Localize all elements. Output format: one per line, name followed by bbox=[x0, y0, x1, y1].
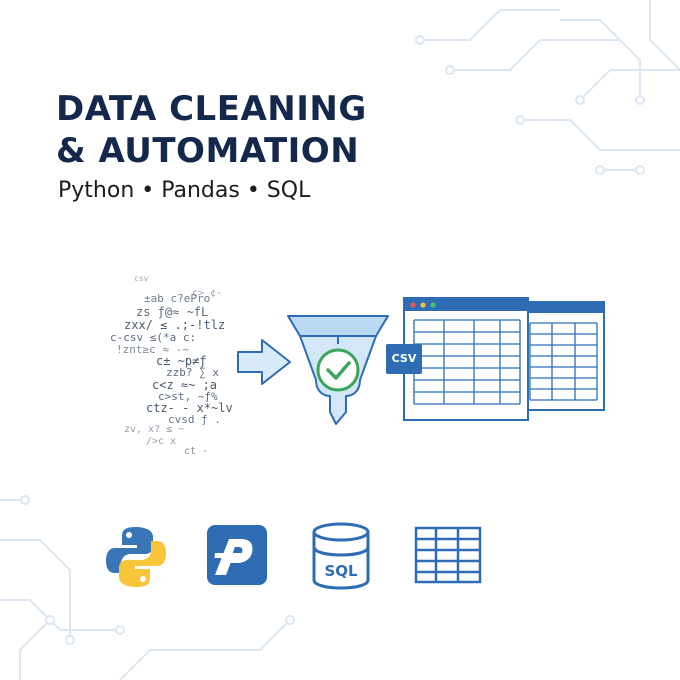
raw-data-fragment: !znt≥c ≈ -~ bbox=[116, 343, 189, 356]
csv-badge bbox=[386, 344, 422, 374]
raw-data-fragment: c± ~p≠ƒ bbox=[156, 354, 207, 368]
raw-data-fragment: c-csv ≤(*a c: bbox=[110, 331, 197, 344]
sql-label: SQL bbox=[324, 562, 358, 580]
raw-data-fragment: />c x bbox=[146, 436, 177, 447]
page-title: DATA CLEANING & AUTOMATION bbox=[56, 88, 367, 172]
raw-data-fragment: cvsd ƒ . bbox=[168, 413, 221, 426]
spreadsheet-icon bbox=[414, 526, 482, 584]
raw-data-fragment: zxx/ ≤ .;-!tlz bbox=[124, 318, 226, 332]
csv-badge-label: CSV bbox=[391, 352, 417, 365]
raw-data-fragment: ctz- - x*~lv bbox=[146, 401, 233, 415]
raw-data-fragment: csv bbox=[134, 274, 149, 283]
spreadsheet-back-icon bbox=[519, 301, 605, 411]
raw-data-fragment: ±ab c?ePro bbox=[144, 292, 211, 305]
python-logo-icon bbox=[106, 527, 166, 587]
page-subtitle: Python • Pandas • SQL bbox=[58, 178, 311, 203]
spreadsheet-front-icon bbox=[403, 297, 529, 421]
check-circle-icon bbox=[316, 348, 360, 392]
raw-data-fragment: zv, x? ≤ ~ bbox=[124, 424, 185, 435]
raw-data-fragment: c>st, ~ƒ% bbox=[158, 390, 218, 403]
raw-data-fragment: zzb? ∑ x bbox=[166, 366, 219, 379]
raw-data-fragment: ct - bbox=[184, 446, 209, 457]
raw-data-fragment: zs ƒ@≈ ~fL bbox=[136, 305, 209, 319]
title-line-1: DATA CLEANING bbox=[56, 89, 367, 129]
right-arrow-icon bbox=[237, 339, 291, 385]
raw-data-fragment: c> ¢- bbox=[192, 288, 223, 299]
raw-data-fragment: c<z ≈~ ;a bbox=[152, 378, 218, 392]
pandas-logo-icon bbox=[207, 525, 267, 585]
title-line-2: & AUTOMATION bbox=[56, 131, 360, 171]
sql-database-icon bbox=[312, 522, 370, 590]
